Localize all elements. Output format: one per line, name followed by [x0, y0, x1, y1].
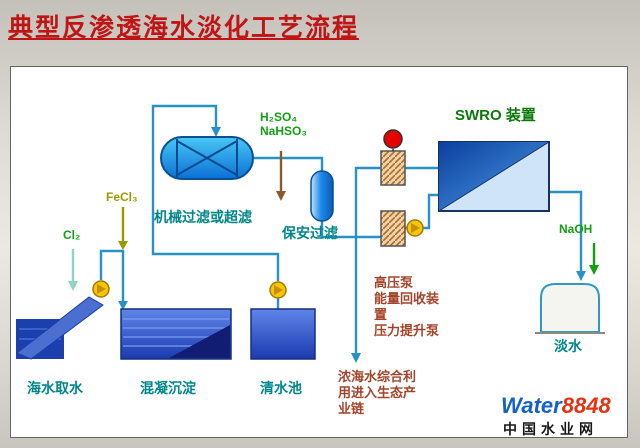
label-swro-unit: SWRO 装置 — [455, 107, 536, 124]
label-seawater-intake: 海水取水 — [27, 380, 83, 396]
label-cl2: Cl₂ — [63, 228, 81, 242]
page-title: 典型反渗透海水淡化工艺流程 — [8, 14, 360, 42]
fresh-water-tank — [535, 283, 605, 334]
label-hp-line1: 高压泵 — [374, 275, 414, 290]
label-brine-line2: 用进入生态产 — [338, 385, 417, 400]
pipe-network — [99, 104, 583, 355]
label-hp-line3: 置 — [374, 307, 388, 322]
booster-pump-icon — [406, 219, 424, 237]
cl2-dosing-arrow — [68, 249, 78, 291]
clear-water-tank — [250, 308, 316, 360]
acid-dosing-arrow — [276, 151, 286, 201]
label-nahso3: NaHSO₃ — [260, 123, 307, 138]
naoh-dosing-arrow — [589, 243, 599, 275]
label-hp-line2: 能量回收装 — [374, 291, 440, 306]
label-cartridge-filter: 保安过滤 — [282, 225, 338, 241]
intake-pump-icon — [92, 280, 110, 298]
watermark-logo: Water8848 — [501, 393, 611, 419]
label-hp-pump-block: 高压泵 能量回收装 置 压力提升泵 — [374, 275, 439, 339]
logo-brand-word: Water — [501, 393, 562, 418]
coagulation-tank — [120, 308, 232, 360]
clearwater-pump-icon — [269, 281, 287, 299]
fecl3-dosing-arrow — [118, 207, 128, 250]
label-fecl3: FeCl₃ — [106, 190, 138, 204]
energy-recovery-unit — [380, 210, 406, 247]
motor-indicator-icon — [383, 129, 403, 151]
logo-brand-number: 8848 — [561, 393, 611, 418]
cartridge-filter-vessel — [310, 170, 334, 222]
label-naoh: NaOH — [559, 222, 593, 236]
process-diagram-panel: 机械过滤或超滤 保安过滤 SWRO 装置 H₂SO₄ NaHSO₃ FeCl₃ … — [10, 66, 628, 438]
label-brine-block: 浓海水综合利 用进入生态产 业链 — [338, 369, 416, 417]
process-flow-canvas — [16, 104, 605, 363]
label-h2so4: H₂SO₄ — [260, 110, 298, 124]
high-pressure-pump-unit — [380, 150, 406, 186]
label-brine-line1: 浓海水综合利 — [338, 369, 417, 384]
label-hp-line4: 压力提升泵 — [374, 323, 440, 338]
mechanical-filter-vessel — [160, 136, 254, 180]
label-fresh-water: 淡水 — [554, 338, 582, 354]
label-brine-line3: 业链 — [338, 401, 365, 416]
watermark-site-name: 中国水业网 — [503, 421, 598, 437]
label-mechanical-filter: 机械过滤或超滤 — [154, 209, 252, 225]
swro-unit-shape — [438, 141, 550, 212]
label-acid-dosing: H₂SO₄ NaHSO₃ — [260, 110, 307, 139]
pipe-arrowheads — [118, 127, 586, 363]
seawater-intake-basin — [16, 296, 104, 360]
label-coagulation: 混凝沉淀 — [140, 380, 196, 396]
label-clear-water: 清水池 — [260, 380, 302, 396]
